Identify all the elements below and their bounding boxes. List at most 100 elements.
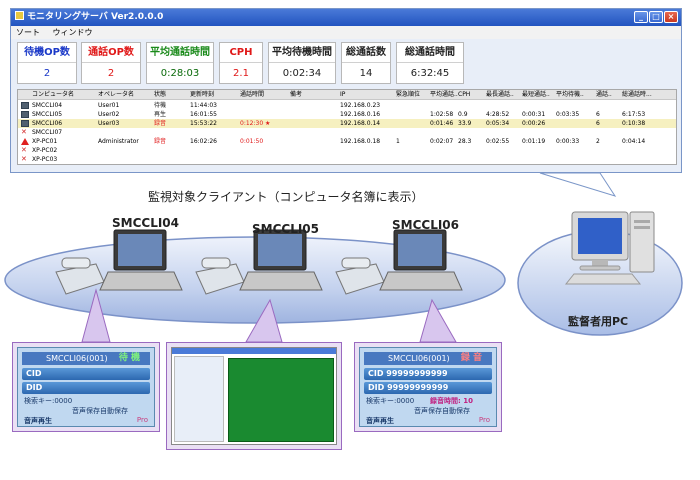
stat-label: 通話OP数: [82, 43, 140, 63]
pc-icon: [21, 120, 29, 127]
column-header[interactable]: 備考: [290, 91, 303, 98]
table-cell: 28.3: [458, 138, 472, 145]
stat-value: 2.1: [233, 68, 249, 79]
close-button[interactable]: ×: [664, 11, 678, 23]
column-header[interactable]: 緊急順位: [396, 91, 421, 98]
table-row[interactable]: ✕SMCCLI07: [18, 128, 676, 137]
client-screen-thumbnail: [171, 347, 337, 445]
supervisor-keyboard: [564, 273, 642, 285]
column-header[interactable]: 平均待機..: [556, 91, 584, 98]
play-button[interactable]: 音声再生: [24, 417, 52, 425]
supervisor-label: 監督者用PC: [568, 315, 629, 328]
table-cell: 0:04:14: [622, 138, 646, 145]
caption: 監視対象クライアント（コンピュータ名簿に表示）: [148, 190, 424, 204]
column-header[interactable]: 通話時間: [240, 91, 265, 98]
callout-tail: [539, 172, 617, 197]
table-cell: 0:05:34: [486, 120, 510, 127]
column-header[interactable]: 平均通話..: [430, 91, 458, 98]
table-cell: 0:02:55: [486, 138, 510, 145]
supervisor-screen: [578, 218, 622, 254]
table-cell: User01: [98, 102, 120, 109]
table-cell: XP-PC01: [32, 138, 58, 145]
stat-value: 0:02:34: [282, 68, 322, 79]
table-cell: 0:00:33: [556, 138, 580, 145]
table-cell: XP-PC02: [32, 147, 58, 154]
client-panel-screen: [166, 342, 342, 450]
stat-cph: CPH 2.1: [219, 42, 263, 84]
stat-label: 待機OP数: [18, 43, 76, 63]
cid-row: CID 99999999999: [364, 368, 492, 380]
play-button[interactable]: 音声再生: [366, 417, 394, 425]
table-cell: 192.168.0.14: [340, 120, 381, 127]
column-header[interactable]: 総通話時...: [622, 91, 652, 98]
widget-status: 録 音: [460, 353, 482, 363]
table-row[interactable]: ✕XP-PC03: [18, 155, 676, 164]
table-cell: 4:28:52: [486, 111, 510, 118]
table-cell: 16:01:55: [190, 111, 217, 118]
table-cell: 0:10:38: [622, 120, 646, 127]
table-cell: 0:01:46: [430, 120, 454, 127]
table-row[interactable]: ✕ XP-PC02: [18, 146, 676, 155]
stat-avg-call-time: 平均通話時間 0:28:03: [146, 42, 214, 84]
column-header[interactable]: 状態: [154, 91, 167, 98]
search-key: 検索キー:0000: [24, 397, 73, 405]
pro-label: Pro: [136, 416, 148, 424]
pc-icon: [21, 102, 29, 109]
column-header[interactable]: オペレータ名: [98, 91, 135, 98]
client-widget: SMCCLI06(001)待 機 CID DID 検索キー:0000 音声保存自…: [17, 347, 155, 427]
table-cell: 録音: [154, 138, 167, 145]
table-cell: 33.9: [458, 120, 472, 127]
stat-avg-wait-time: 平均待機時間 0:02:34: [268, 42, 336, 84]
table-cell: Administrator: [98, 138, 139, 145]
table-cell: 1:02:58: [430, 111, 454, 118]
table-cell: 0:01:19: [522, 138, 546, 145]
table-cell: 192.168.0.16: [340, 111, 381, 118]
client-label-1: SMCCLI04: [112, 216, 180, 230]
column-header[interactable]: 通話..: [596, 91, 612, 98]
table-cell: 0:02:07: [430, 138, 454, 145]
table-cell: 再生: [154, 111, 167, 118]
disconnected-icon: ✕: [21, 128, 27, 136]
table-cell: 0:03:35: [556, 111, 580, 118]
table-cell: 録音: [154, 120, 167, 127]
stat-value: 2: [43, 68, 51, 79]
widget-status: 待 機: [118, 353, 140, 363]
table-cell: 192.168.0.18: [340, 138, 381, 145]
stat-total-call-time: 総通話時間 6:32:45: [396, 42, 464, 84]
table-cell: 6: [596, 120, 600, 127]
alert-icon: [21, 138, 29, 145]
client-2-devices: [195, 229, 323, 295]
table-cell: 192.168.0.23: [340, 102, 381, 109]
table-cell: 11:44:03: [190, 102, 217, 109]
table-cell: 2: [596, 138, 600, 145]
client-widget: SMCCLI06(001)録 音 CID 99999999999 DID 999…: [359, 347, 497, 427]
column-header[interactable]: IP: [340, 91, 346, 98]
computer-table: コンピュータ名 オペレータ名 状態 更新時刻 通話時間 備考 IP 緊急順位 平均通話..CPH…: [17, 89, 677, 165]
autosave-label: 音声保存自動保存: [72, 407, 128, 415]
did-value: 99999999999: [387, 383, 449, 392]
maximize-button[interactable]: □: [649, 11, 663, 23]
did-row: DID: [22, 382, 150, 394]
column-header[interactable]: コンピュータ名: [32, 91, 75, 98]
table-cell: 0:12:30 ★: [240, 120, 271, 127]
disconnected-icon: ✕: [21, 146, 27, 154]
stat-total-calls: 総通話数 14: [341, 42, 391, 84]
column-header[interactable]: 更新時刻: [190, 91, 215, 98]
table-cell: 0:00:31: [522, 111, 546, 118]
app-icon: [15, 11, 24, 20]
column-header[interactable]: 最短通話..: [522, 91, 550, 98]
menu-sort[interactable]: ソート: [16, 28, 40, 37]
client-panel-idle: SMCCLI06(001)待 機 CID DID 検索キー:0000 音声保存自…: [12, 342, 160, 432]
monitor-window: モニタリングサーバ Ver2.0.0.0 _ □ × ソート ウィンドウ 待機O…: [10, 8, 682, 173]
cid-label: CID: [26, 369, 42, 378]
column-header[interactable]: 最長通話..: [486, 91, 514, 98]
minimize-button[interactable]: _: [634, 11, 648, 23]
widget-pc-name: SMCCLI06(001): [388, 354, 450, 363]
pro-label: Pro: [478, 416, 490, 424]
column-header[interactable]: CPH: [458, 91, 471, 98]
menu-window[interactable]: ウィンドウ: [52, 28, 93, 37]
